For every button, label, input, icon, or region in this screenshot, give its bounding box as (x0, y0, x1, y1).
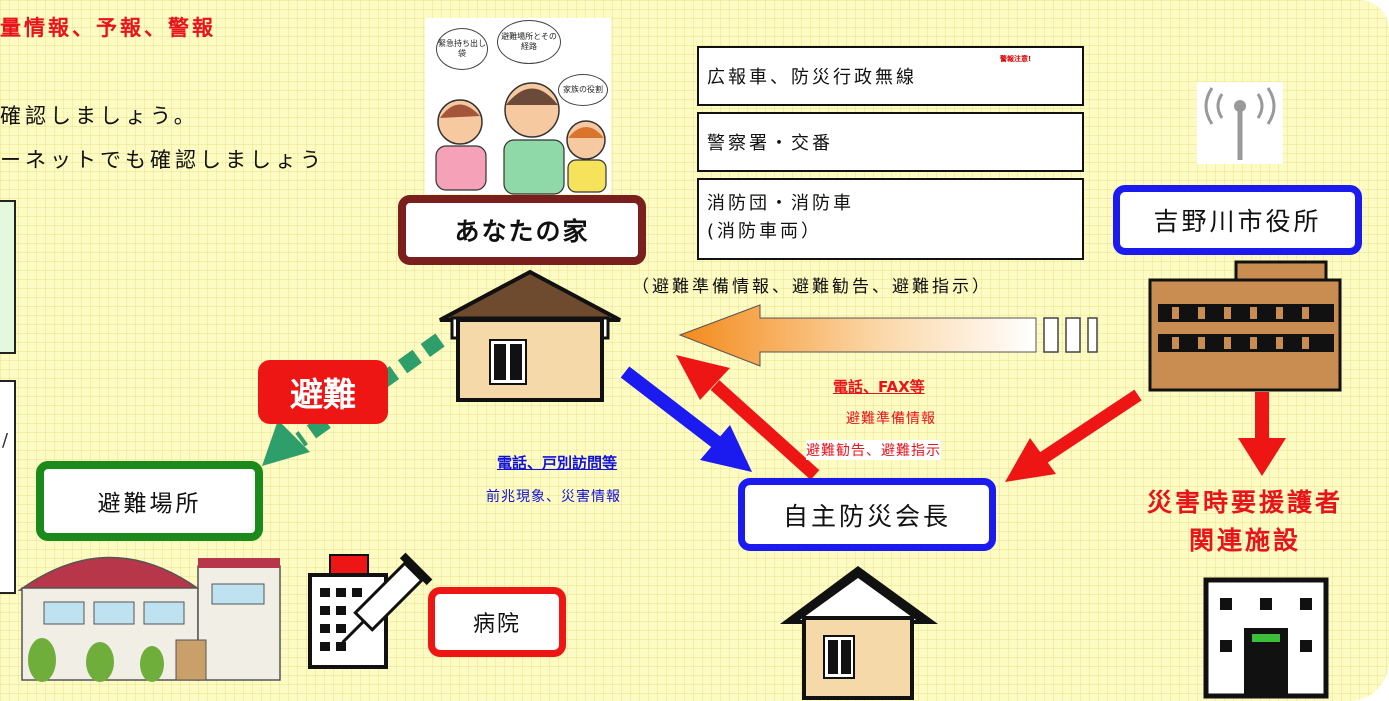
bubble-shelter-route: 避難場所とその経路 (497, 20, 561, 64)
left-green-box (0, 200, 16, 354)
welfare-facility-icon (1203, 577, 1329, 699)
red-arrow-to-welfare (1238, 392, 1286, 476)
channel-loudspeaker-text: 広報車、防災行政無線 (707, 67, 917, 88)
channel-fire-sub: (消防車両） (707, 221, 823, 242)
red-info-title: 電話、FAX等 (833, 378, 925, 396)
channel-police-text: 警察署・交番 (707, 133, 833, 154)
channel-police: 警察署・交番 (697, 112, 1084, 172)
left-box-text: / (2, 430, 9, 451)
channel-fire: 消防団・消防車 (消防車両） (697, 178, 1084, 260)
city-hall-building-icon (1148, 260, 1342, 392)
warning-info-title: 量情報、予報、警報 (0, 16, 216, 40)
antenna-icon (1197, 82, 1283, 164)
shelter-building-icon (17, 556, 281, 682)
evacuation-label: 避難 (258, 360, 388, 424)
welfare-facility-line-2: 関連施設 (1188, 526, 1301, 555)
shelter-label: 避難場所 (36, 461, 263, 541)
welfare-facility-title: 災害時要援護者 関連施設 (1110, 484, 1380, 560)
blue-arrow (620, 366, 752, 472)
instruction-line-2: ーネットでも確認しましょう (0, 148, 325, 172)
leader-house-icon (780, 566, 938, 700)
home-house-icon (439, 269, 621, 402)
community-leader-label: 自主防災会長 (738, 478, 996, 551)
red-arrow-to-home (676, 355, 820, 480)
welfare-facility-line-1: 災害時要援護者 (1146, 488, 1343, 517)
city-hall-label: 吉野川市役所 (1113, 185, 1362, 255)
red-arrow-to-leader (1005, 389, 1142, 482)
red-info-line-2: 避難勧告、避難指示 (806, 440, 941, 460)
broadcast-info-text: （避難準備情報、避難勧告、避難指示） (632, 277, 992, 297)
alert-badge: 警報注意! (1000, 55, 1032, 63)
blue-info-sub: 前兆現象、災害情報 (486, 489, 621, 505)
blue-info-title: 電話、戸別訪問等 (497, 454, 618, 472)
hospital-label: 病院 (428, 587, 566, 657)
bubble-family-roles: 家族の役割 (558, 74, 608, 106)
red-info-line-1: 避難準備情報 (846, 411, 936, 427)
hospital-icon (308, 552, 433, 669)
bubble-emergency-bag: 緊急持ち出し袋 (436, 28, 488, 70)
instruction-line-1: 確認しましょう。 (0, 104, 199, 128)
channel-fire-text: 消防団・消防車 (707, 193, 854, 214)
channel-loudspeaker: 広報車、防災行政無線 (697, 46, 1084, 106)
home-label: あなたの家 (398, 195, 646, 265)
left-white-box (0, 380, 16, 594)
broadcast-arrow (678, 304, 1098, 367)
